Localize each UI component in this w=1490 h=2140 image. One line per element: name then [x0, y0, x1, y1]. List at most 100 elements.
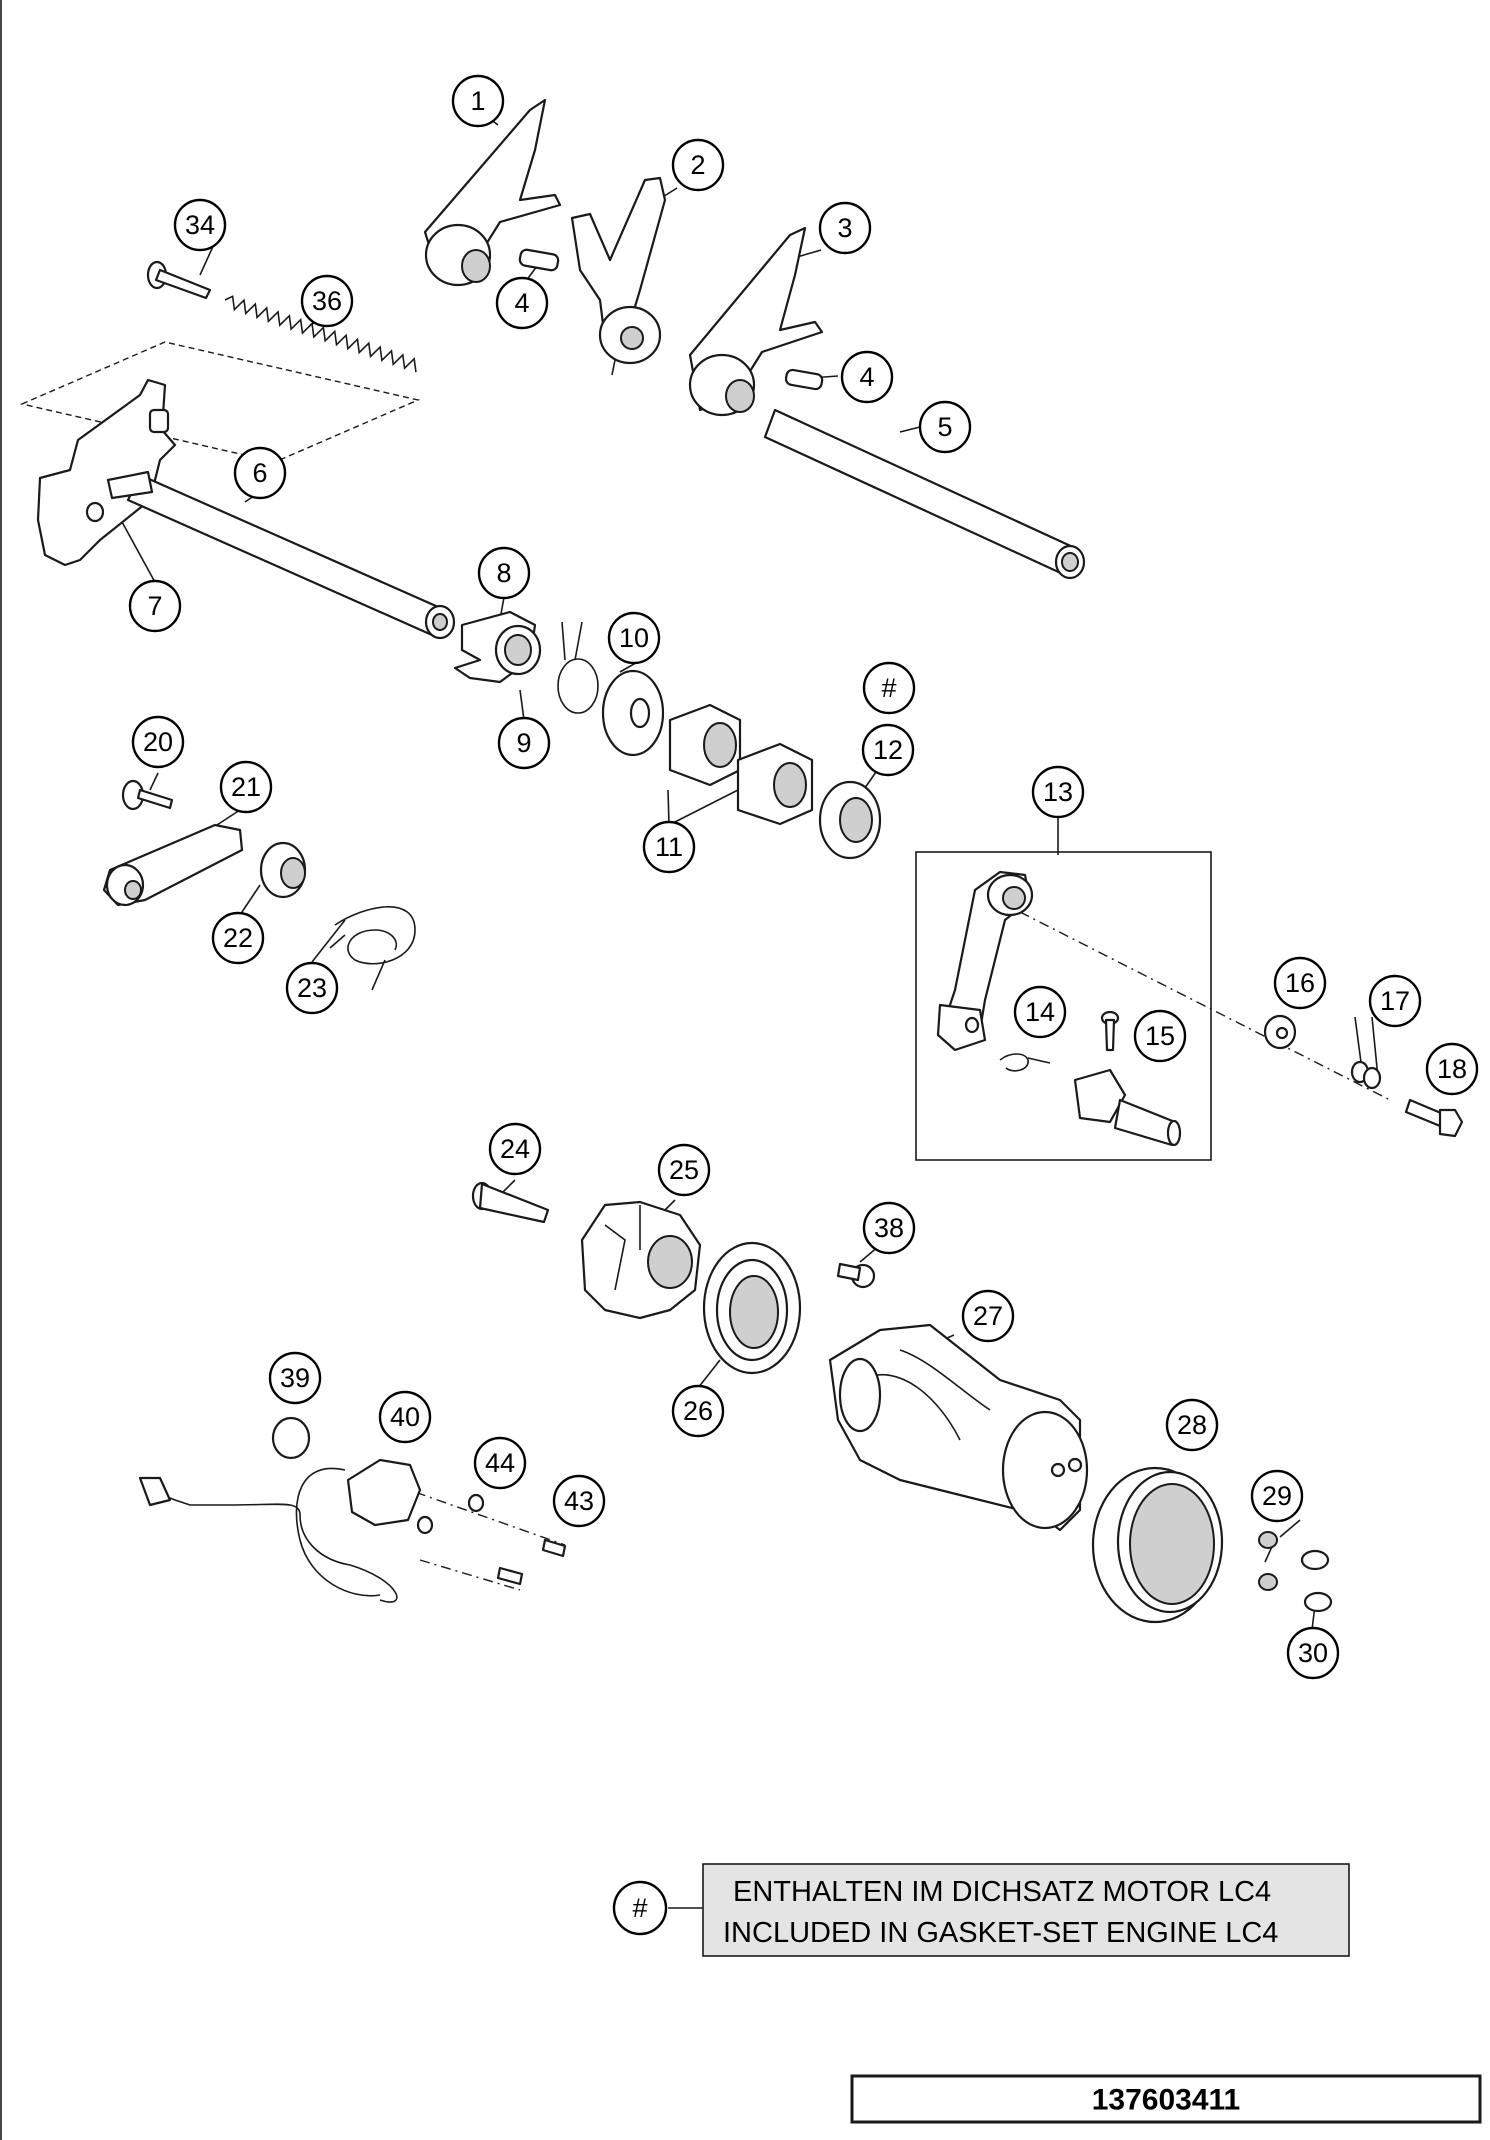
callout-number: 36 — [312, 286, 342, 316]
shift-lever — [936, 870, 1034, 1052]
callout-number: 27 — [973, 1301, 1003, 1331]
callout: 3 — [818, 201, 872, 255]
callout-number: 2 — [690, 150, 705, 180]
callout-number: 17 — [1380, 986, 1410, 1016]
callout: 22 — [211, 911, 265, 965]
shaft-seal — [818, 780, 882, 860]
callout: 12 — [861, 723, 915, 777]
callout-number: 3 — [837, 213, 852, 243]
callout: 23 — [285, 961, 339, 1015]
callout-circle — [918, 400, 972, 454]
callout-circle — [1286, 1626, 1340, 1680]
callout: 21 — [219, 760, 273, 814]
callout-circle — [818, 201, 872, 255]
shift-shaft — [36, 378, 456, 640]
circlip — [557, 621, 599, 714]
callout-circle — [131, 715, 185, 769]
sensor-washer — [416, 1493, 485, 1535]
callout: 43 — [552, 1474, 606, 1528]
legend-marker: # — [632, 1893, 647, 1923]
gasket-set-legend: # ENTHALTEN IM DICHSATZ MOTOR LC4 INCLUD… — [612, 1863, 1350, 1957]
shift-fork-2 — [570, 176, 667, 376]
callout-circle — [268, 1351, 322, 1405]
callout-circle — [1013, 985, 1067, 1039]
callout-number: 22 — [223, 923, 253, 953]
callout-number: 29 — [1262, 1481, 1292, 1511]
callout: 1 — [451, 74, 505, 128]
thrust-washer — [601, 669, 665, 757]
assembly-axes — [394, 911, 1391, 1591]
callout-number: 11 — [655, 832, 683, 862]
callout-circle — [497, 716, 551, 770]
callout: 38 — [862, 1201, 916, 1255]
callout-circle — [1165, 1398, 1219, 1452]
callout-number: 28 — [1177, 1410, 1207, 1440]
callout: 5 — [918, 400, 972, 454]
shift-drum-screw — [471, 1181, 550, 1224]
callout-number: 4 — [859, 362, 874, 392]
callout-number: 1 — [470, 86, 485, 116]
callout-labels: 1234453436678910#12112021222313141516171… — [128, 74, 1479, 1680]
callout-number: 39 — [280, 1363, 310, 1393]
callout-circle — [477, 546, 531, 600]
locking-lever-assembly — [102, 779, 416, 991]
callout-number: 40 — [390, 1402, 420, 1432]
callout-number: 18 — [1437, 1054, 1467, 1084]
callout-circle — [285, 961, 339, 1015]
callout: 25 — [657, 1143, 711, 1197]
lever-pin — [1100, 1010, 1120, 1052]
callout: 24 — [488, 1122, 542, 1176]
callout-number: 9 — [516, 728, 531, 758]
callout: 10 — [607, 611, 661, 665]
callout: 20 — [131, 715, 185, 769]
legend-marker-circle — [612, 1880, 668, 1936]
callout: 11 — [642, 820, 696, 874]
callout: 18 — [1425, 1042, 1479, 1096]
callout-circle — [840, 350, 894, 404]
callout-circle — [451, 74, 505, 128]
callout: 6 — [233, 446, 287, 500]
callout: 40 — [378, 1390, 432, 1444]
callout-number: 38 — [874, 1213, 904, 1243]
callout: # — [862, 661, 916, 715]
callout-circle — [862, 661, 916, 715]
callout-number: 15 — [1145, 1021, 1175, 1051]
callout-circle — [128, 579, 182, 633]
shift-rail — [763, 408, 1086, 580]
callout-circle — [862, 1201, 916, 1255]
callout-circle — [378, 1390, 432, 1444]
lever-spring — [999, 1053, 1051, 1072]
callout: 26 — [671, 1384, 725, 1438]
callout: 4 — [495, 276, 549, 330]
callout-circle — [607, 611, 661, 665]
shift-fork-3 — [688, 226, 824, 417]
needle-bearings — [668, 703, 814, 826]
callout-circle — [1031, 765, 1085, 819]
lever-screw — [1404, 1098, 1464, 1138]
callout-number: 5 — [937, 412, 952, 442]
callout-circle — [1133, 1009, 1187, 1063]
shaft-guide — [453, 610, 542, 684]
callout: 8 — [477, 546, 531, 600]
callout-number: 7 — [147, 591, 162, 621]
callout: 44 — [473, 1436, 527, 1490]
callout: 17 — [1368, 974, 1422, 1028]
callout-number: 10 — [619, 623, 649, 653]
detent-pin-and-spring — [146, 260, 417, 373]
callout-number: 13 — [1043, 777, 1073, 807]
shift-lever-group-frame — [915, 851, 1212, 1161]
callout-number: 44 — [485, 1448, 515, 1478]
legend-line-en: INCLUDED IN GASKET-SET ENGINE LC4 — [723, 1917, 1278, 1949]
callout-number: 30 — [1298, 1638, 1328, 1668]
drum-screw — [836, 1262, 876, 1289]
callout-circle — [300, 274, 354, 328]
callout: 2 — [671, 138, 725, 192]
callout-circle — [961, 1289, 1015, 1343]
callout-number: 26 — [683, 1396, 713, 1426]
callout-circle — [1368, 974, 1422, 1028]
callout: 29 — [1250, 1469, 1304, 1523]
callout-number: 21 — [231, 772, 261, 802]
callout-number: 14 — [1025, 997, 1055, 1027]
lever-bolt — [1073, 1068, 1182, 1147]
